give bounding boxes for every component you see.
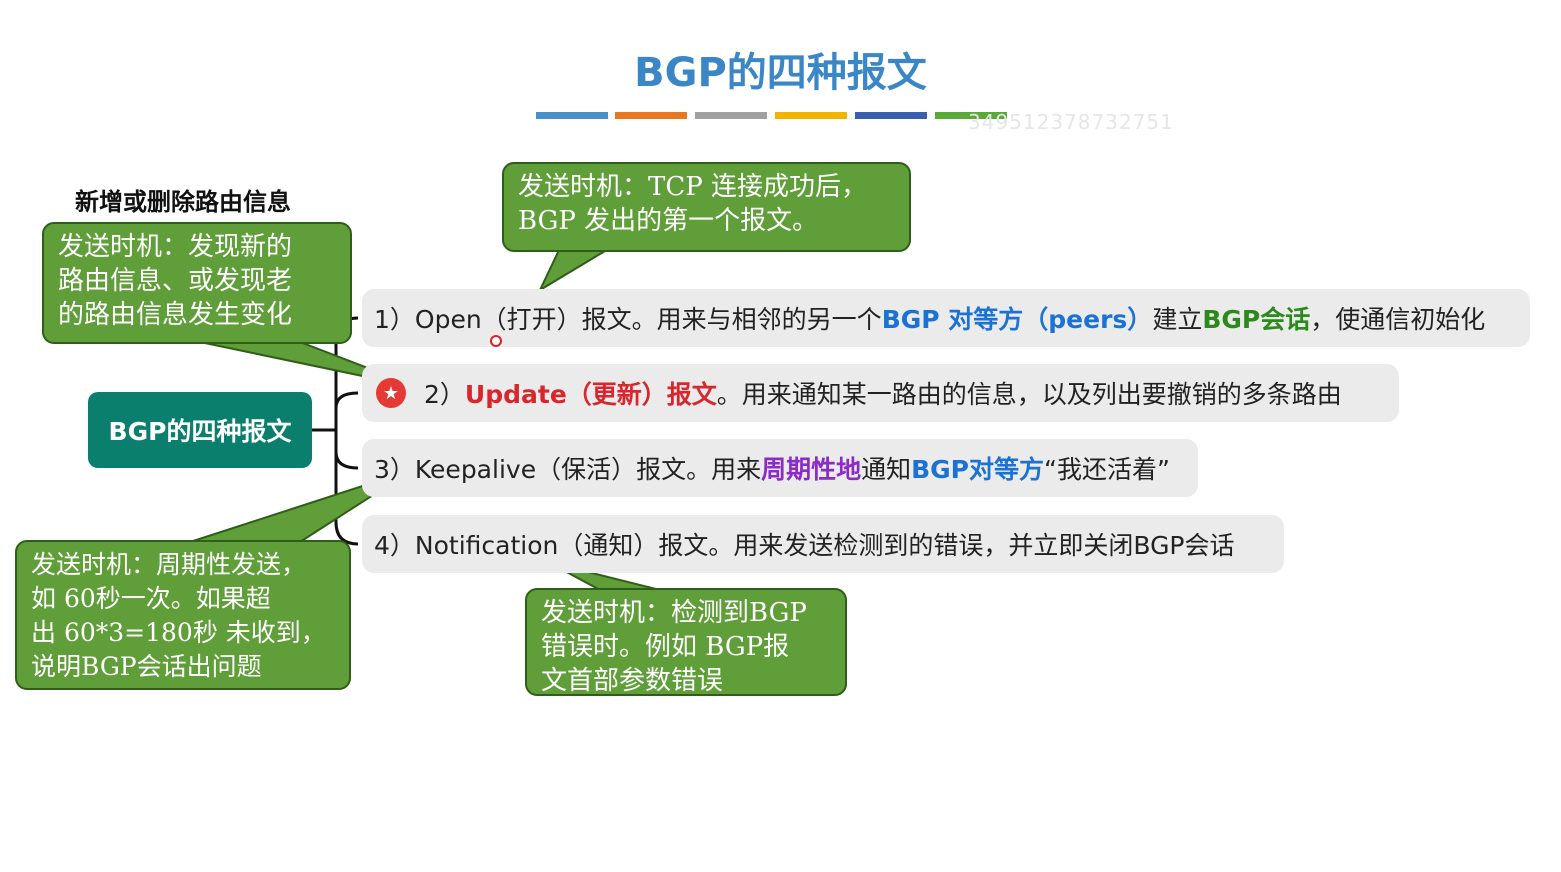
callout-open-line: 发送时机：TCP 连接成功后， bbox=[518, 172, 867, 202]
item-open-mid: 建立 bbox=[1152, 305, 1203, 334]
item-notification-text: 4）Notification（通知）报文。用来发送检测到的错误，并立即关闭BGP… bbox=[374, 531, 1235, 560]
callout-update-line: 路由信息、或发现老 bbox=[58, 266, 293, 296]
item-update: 2） Update（更新）报文 。用来通知某一路由的信息，以及列出要撤销的多条路… bbox=[362, 364, 1399, 422]
callout-keepalive: 发送时机：周期性发送， 如 60秒一次。如果超 出 60*3=180秒 未收到，… bbox=[15, 540, 351, 690]
callout-keepalive-line: 发送时机：周期性发送， bbox=[31, 550, 307, 579]
star-icon: ★ bbox=[376, 378, 406, 408]
callout-open-line: BGP 发出的第一个报文。 bbox=[518, 206, 819, 236]
color-bar bbox=[775, 112, 847, 119]
watermark: 349512378732751 bbox=[968, 110, 1174, 134]
item-keepalive-mid: 通知 bbox=[861, 455, 912, 484]
item-keepalive-suffix: “我还活着” bbox=[1044, 455, 1170, 484]
color-bar bbox=[855, 112, 927, 119]
item-open-session: BGP会话 bbox=[1202, 305, 1311, 334]
callout-update-line: 的路由信息发生变化 bbox=[58, 300, 293, 330]
callout-notification-line: 文首部参数错误 bbox=[541, 666, 724, 696]
topic-label: 新增或删除路由信息 bbox=[75, 188, 291, 216]
item-update-suffix: 。用来通知某一路由的信息，以及列出要撤销的多条路由 bbox=[716, 380, 1342, 409]
item-keepalive: 3）Keepalive（保活）报文。用来 周期性地 通知 BGP对等方 “我还活… bbox=[362, 439, 1198, 497]
color-bar bbox=[695, 112, 767, 119]
item-keepalive-prefix: 3）Keepalive（保活）报文。用来 bbox=[374, 455, 762, 484]
callout-update: 发送时机：发现新的 路由信息、或发现老 的路由信息发生变化 bbox=[42, 222, 352, 344]
callout-keepalive-line: 出 60*3=180秒 未收到， bbox=[31, 618, 326, 647]
item-open-prefix: 1）Open（打开）报文。用来与相邻的另一个 bbox=[374, 305, 882, 334]
color-bar bbox=[536, 112, 608, 119]
item-notification: 4）Notification（通知）报文。用来发送检测到的错误，并立即关闭BGP… bbox=[362, 515, 1284, 573]
page-title: BGP的四种报文 bbox=[634, 50, 927, 96]
callout-notification: 发送时机：检测到BGP 错误时。例如 BGP报 文首部参数错误 bbox=[525, 588, 847, 696]
callout-open: 发送时机：TCP 连接成功后， BGP 发出的第一个报文。 bbox=[502, 162, 911, 252]
color-bar bbox=[615, 112, 687, 119]
item-update-prefix: 2） bbox=[424, 380, 465, 409]
item-keepalive-periodic: 周期性地 bbox=[761, 455, 862, 484]
item-keepalive-peer: BGP对等方 bbox=[911, 455, 1045, 484]
pointer-dot bbox=[490, 335, 502, 347]
callout-keepalive-line: 如 60秒一次。如果超 bbox=[31, 584, 271, 613]
callout-keepalive-line: 说明BGP会话出问题 bbox=[31, 652, 262, 681]
color-bar bbox=[935, 112, 1007, 119]
item-open-peers: BGP 对等方（peers） bbox=[881, 305, 1153, 334]
item-update-name: Update（更新）报文 bbox=[464, 380, 717, 409]
item-open: 1）Open（打开）报文。用来与相邻的另一个 BGP 对等方（peers） 建立… bbox=[362, 289, 1530, 347]
callout-notification-line: 发送时机：检测到BGP bbox=[541, 598, 807, 628]
callout-update-line: 发送时机：发现新的 bbox=[58, 232, 293, 262]
item-open-suffix: ，使通信初始化 bbox=[1310, 305, 1486, 334]
callout-notification-line: 错误时。例如 BGP报 bbox=[541, 632, 790, 662]
root-node: BGP的四种报文 bbox=[88, 392, 312, 468]
